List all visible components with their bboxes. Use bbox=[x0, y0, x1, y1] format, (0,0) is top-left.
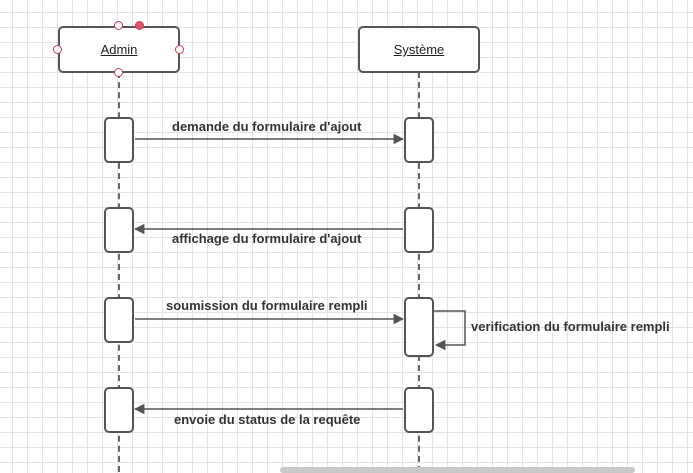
activation-systeme-2[interactable] bbox=[404, 207, 434, 253]
activation-admin-3[interactable] bbox=[104, 297, 134, 343]
activation-systeme-1[interactable] bbox=[404, 117, 434, 163]
arrow-message-4-self[interactable] bbox=[434, 310, 466, 351]
resize-handle-right[interactable] bbox=[175, 45, 184, 54]
message-label-2[interactable]: affichage du formulaire d'ajout bbox=[172, 231, 362, 246]
activation-systeme-3[interactable] bbox=[404, 297, 434, 357]
activation-admin-2[interactable] bbox=[104, 207, 134, 253]
resize-handle-bottom[interactable] bbox=[114, 68, 123, 77]
message-label-5[interactable]: envoie du status de la requête bbox=[174, 412, 361, 427]
actor-systeme[interactable]: Système bbox=[358, 26, 480, 73]
activation-systeme-4[interactable] bbox=[404, 387, 434, 433]
resize-handle-left[interactable] bbox=[53, 45, 62, 54]
activation-admin-1[interactable] bbox=[104, 117, 134, 163]
lifeline-admin[interactable] bbox=[118, 72, 120, 472]
actor-systeme-label: Système bbox=[393, 42, 445, 57]
horizontal-scrollbar[interactable] bbox=[280, 467, 635, 473]
message-label-3[interactable]: soumission du formulaire rempli bbox=[166, 298, 368, 313]
message-label-1[interactable]: demande du formulaire d'ajout bbox=[172, 119, 362, 134]
activation-admin-4[interactable] bbox=[104, 387, 134, 433]
message-label-4[interactable]: verification du formulaire rempli bbox=[471, 319, 670, 334]
resize-handle-top[interactable] bbox=[114, 21, 123, 30]
lifeline-systeme[interactable] bbox=[418, 72, 420, 472]
actor-admin-label: Admin bbox=[100, 42, 138, 57]
rotate-handle[interactable] bbox=[135, 21, 144, 30]
